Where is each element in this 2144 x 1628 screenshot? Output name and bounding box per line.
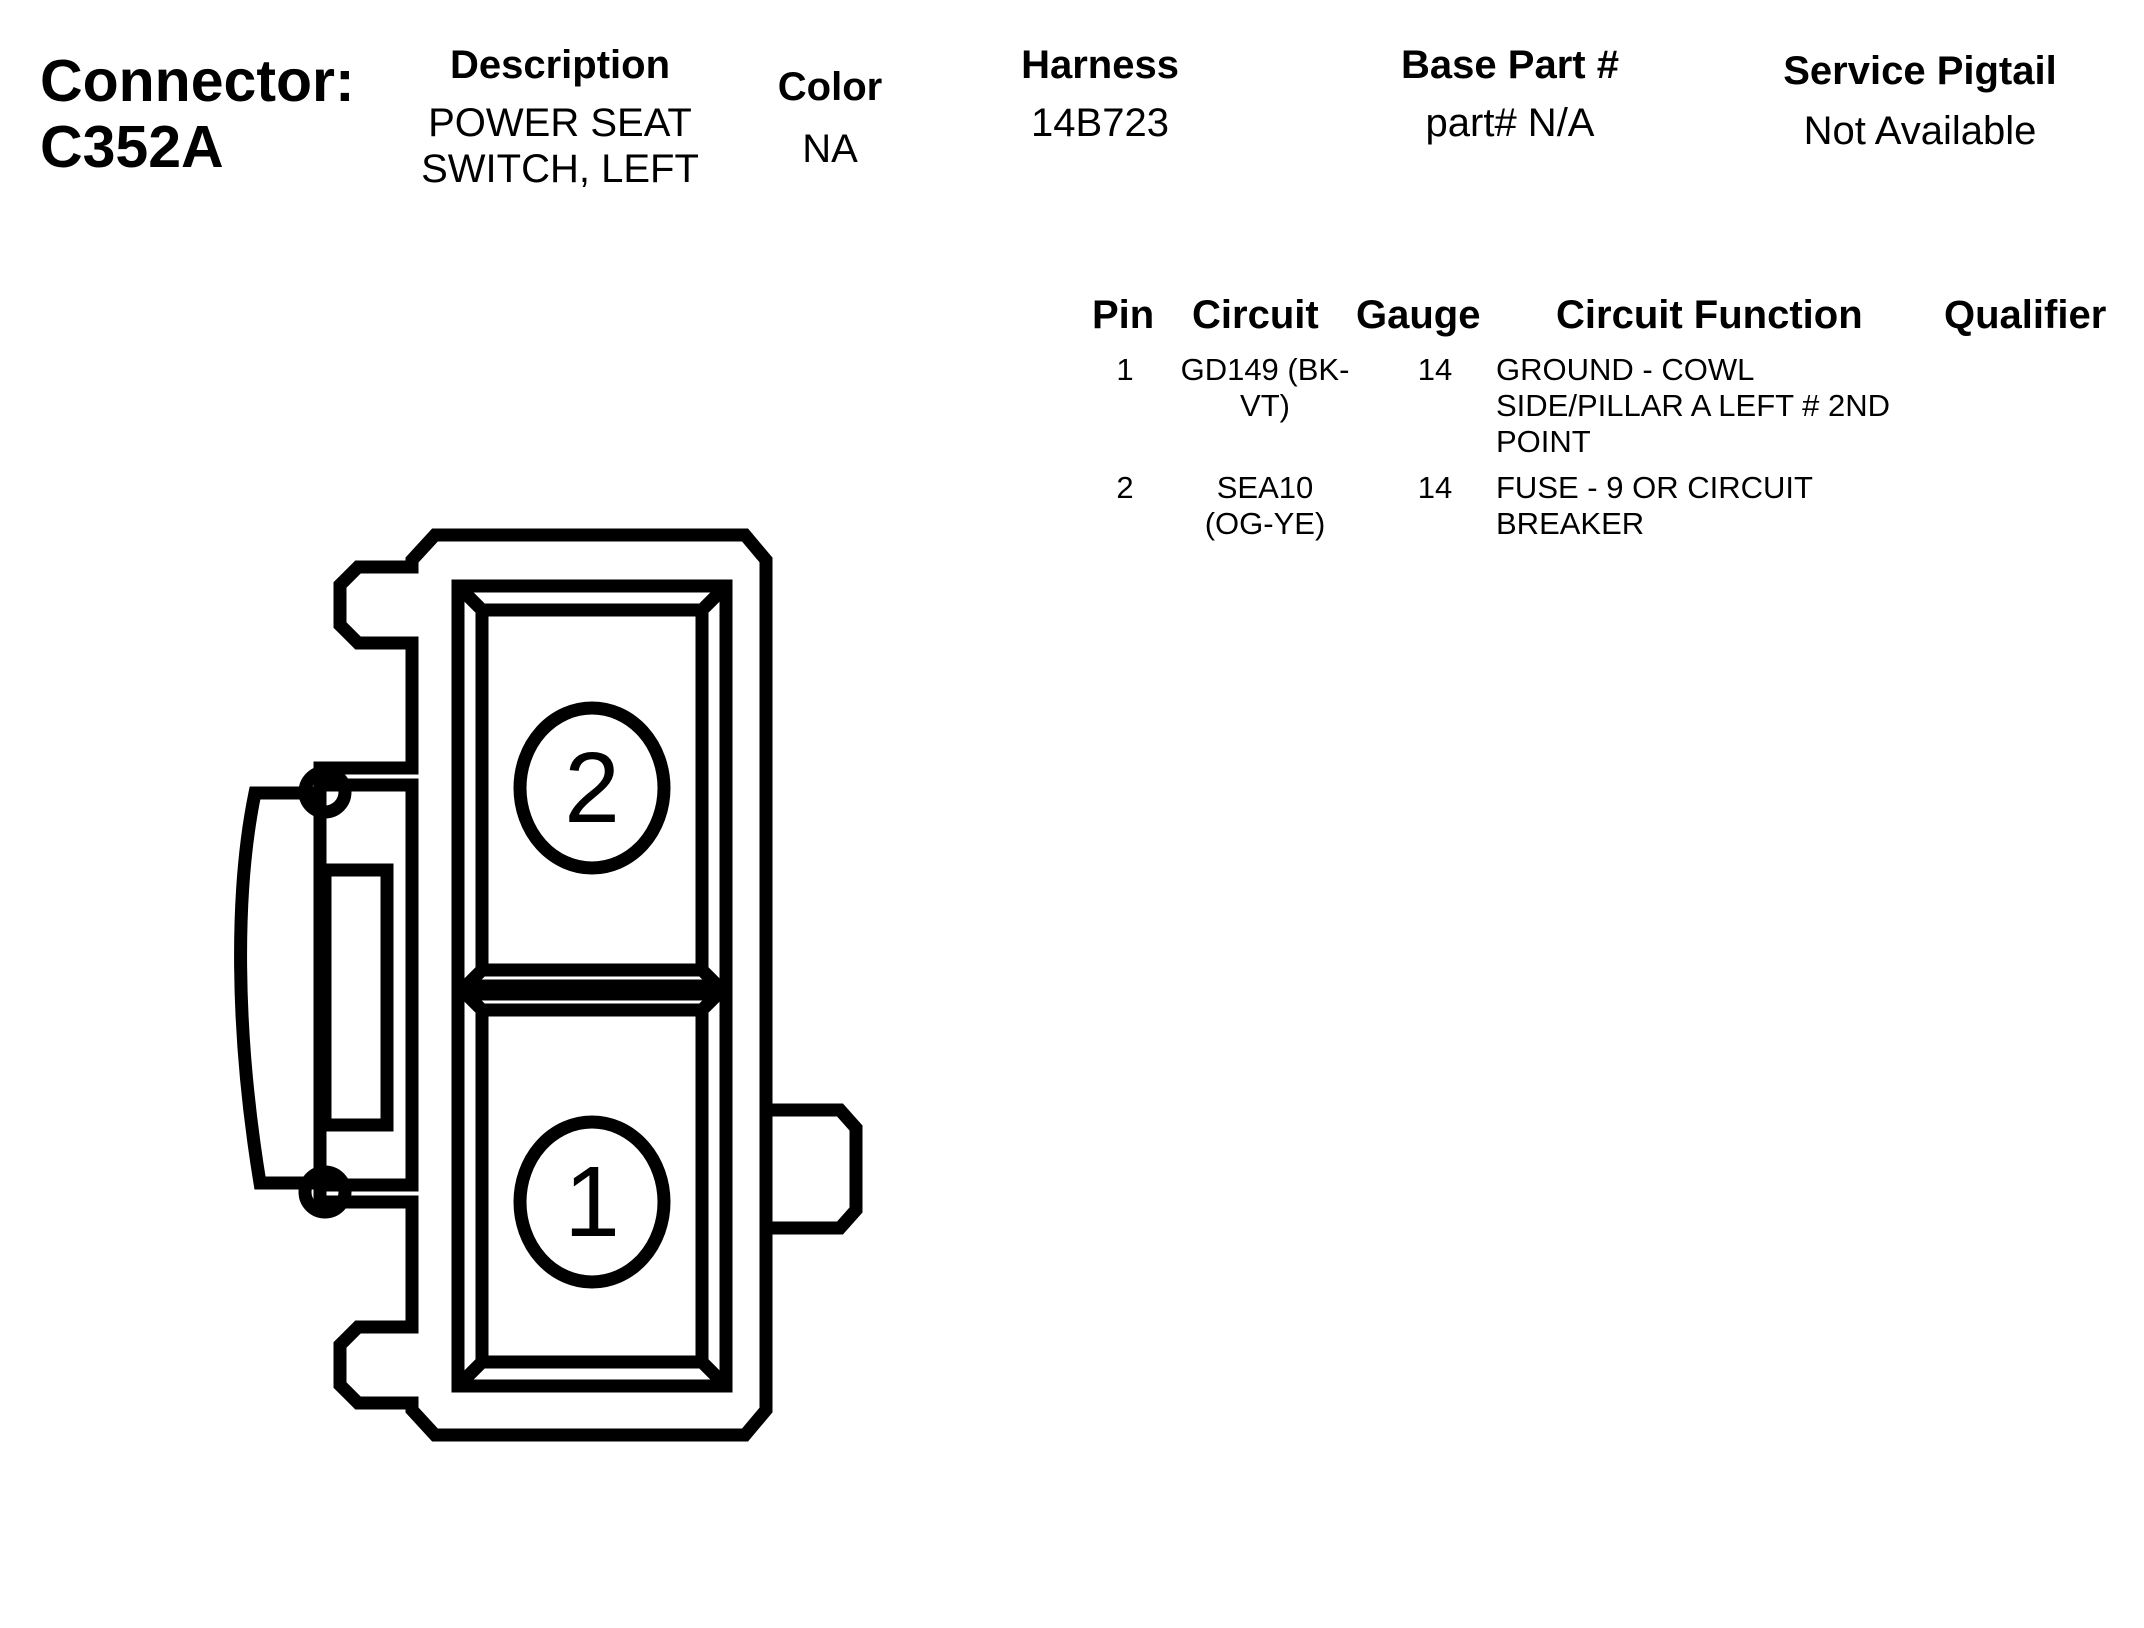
latch-slot: [318, 863, 394, 1132]
color-value: NA: [802, 127, 858, 171]
service-pigtail-value: Not Available: [1803, 109, 2037, 153]
circuit-line: GD149 (BK-: [1180, 352, 1350, 387]
connector-label: Connector:: [40, 48, 355, 114]
circuit-line: VT): [1240, 388, 1290, 423]
polarization-key: [766, 1103, 863, 1235]
circuit-cell: GD149 (BK- VT): [1170, 352, 1360, 424]
description-line-2: SWITCH, LEFT: [421, 147, 699, 191]
function-cell: GROUND - COWL SIDE/PILLAR A LEFT # 2ND P…: [1496, 352, 1956, 460]
col-header-gauge: Gauge: [1356, 293, 1481, 337]
pin-label-1: 1: [564, 1146, 620, 1258]
function-cell: FUSE - 9 OR CIRCUIT BREAKER: [1496, 470, 1956, 542]
description-label: Description: [449, 43, 671, 87]
harness-block: Harness 14B723: [980, 42, 1220, 146]
col-header-qualifier: Qualifier: [1944, 293, 2107, 337]
connector-title: Connector: C352A: [40, 48, 355, 180]
circuit-line: (OG-YE): [1204, 506, 1326, 541]
pin-circle-1: [513, 1115, 671, 1289]
cavity-pin-1: [475, 1003, 709, 1369]
function-line: POINT: [1496, 424, 1591, 459]
function-line: FUSE - 9 OR CIRCUIT: [1496, 470, 1813, 505]
pin-label-2: 2: [564, 732, 620, 844]
pin-number: 1: [1116, 352, 1134, 387]
connector-housing: [313, 528, 773, 1442]
pin-number: 2: [1116, 470, 1134, 505]
base-part-value: part# N/A: [1425, 101, 1595, 145]
pin-circle-2: [513, 701, 671, 875]
col-header-circuit: Circuit: [1192, 293, 1319, 337]
service-pigtail-label: Service Pigtail: [1783, 49, 2057, 93]
color-label: Color: [777, 65, 883, 109]
circuit-cell: SEA10 (OG-YE): [1170, 470, 1360, 542]
description-block: Description POWER SEAT SWITCH, LEFT: [400, 42, 720, 192]
connector-id: C352A: [40, 114, 224, 180]
connector-face-drawing: 2 1: [234, 528, 863, 1442]
color-block: Color NA: [740, 64, 920, 172]
function-line: BREAKER: [1496, 506, 1645, 541]
latch: [234, 786, 327, 1190]
circuit-line: SEA10: [1216, 470, 1314, 505]
col-header-function: Circuit Function: [1556, 293, 1863, 337]
base-part-label: Base Part #: [1401, 43, 1619, 87]
harness-value: 14B723: [1031, 101, 1169, 145]
function-line: SIDE/PILLAR A LEFT # 2ND: [1496, 388, 1890, 423]
service-pigtail-block: Service Pigtail Not Available: [1750, 48, 2090, 154]
col-header-pin: Pin: [1092, 293, 1155, 337]
gauge-cell: 14: [1417, 470, 1453, 505]
description-line-1: POWER SEAT: [428, 101, 692, 145]
function-line: GROUND - COWL: [1496, 352, 1755, 387]
latch-hinge-top: [298, 765, 352, 819]
latch-hinge-bottom: [298, 1165, 352, 1219]
cavity-pin-2: [475, 603, 709, 977]
harness-label: Harness: [1021, 43, 1179, 87]
base-part-block: Base Part # part# N/A: [1360, 42, 1660, 146]
gauge-cell: 14: [1417, 352, 1453, 387]
